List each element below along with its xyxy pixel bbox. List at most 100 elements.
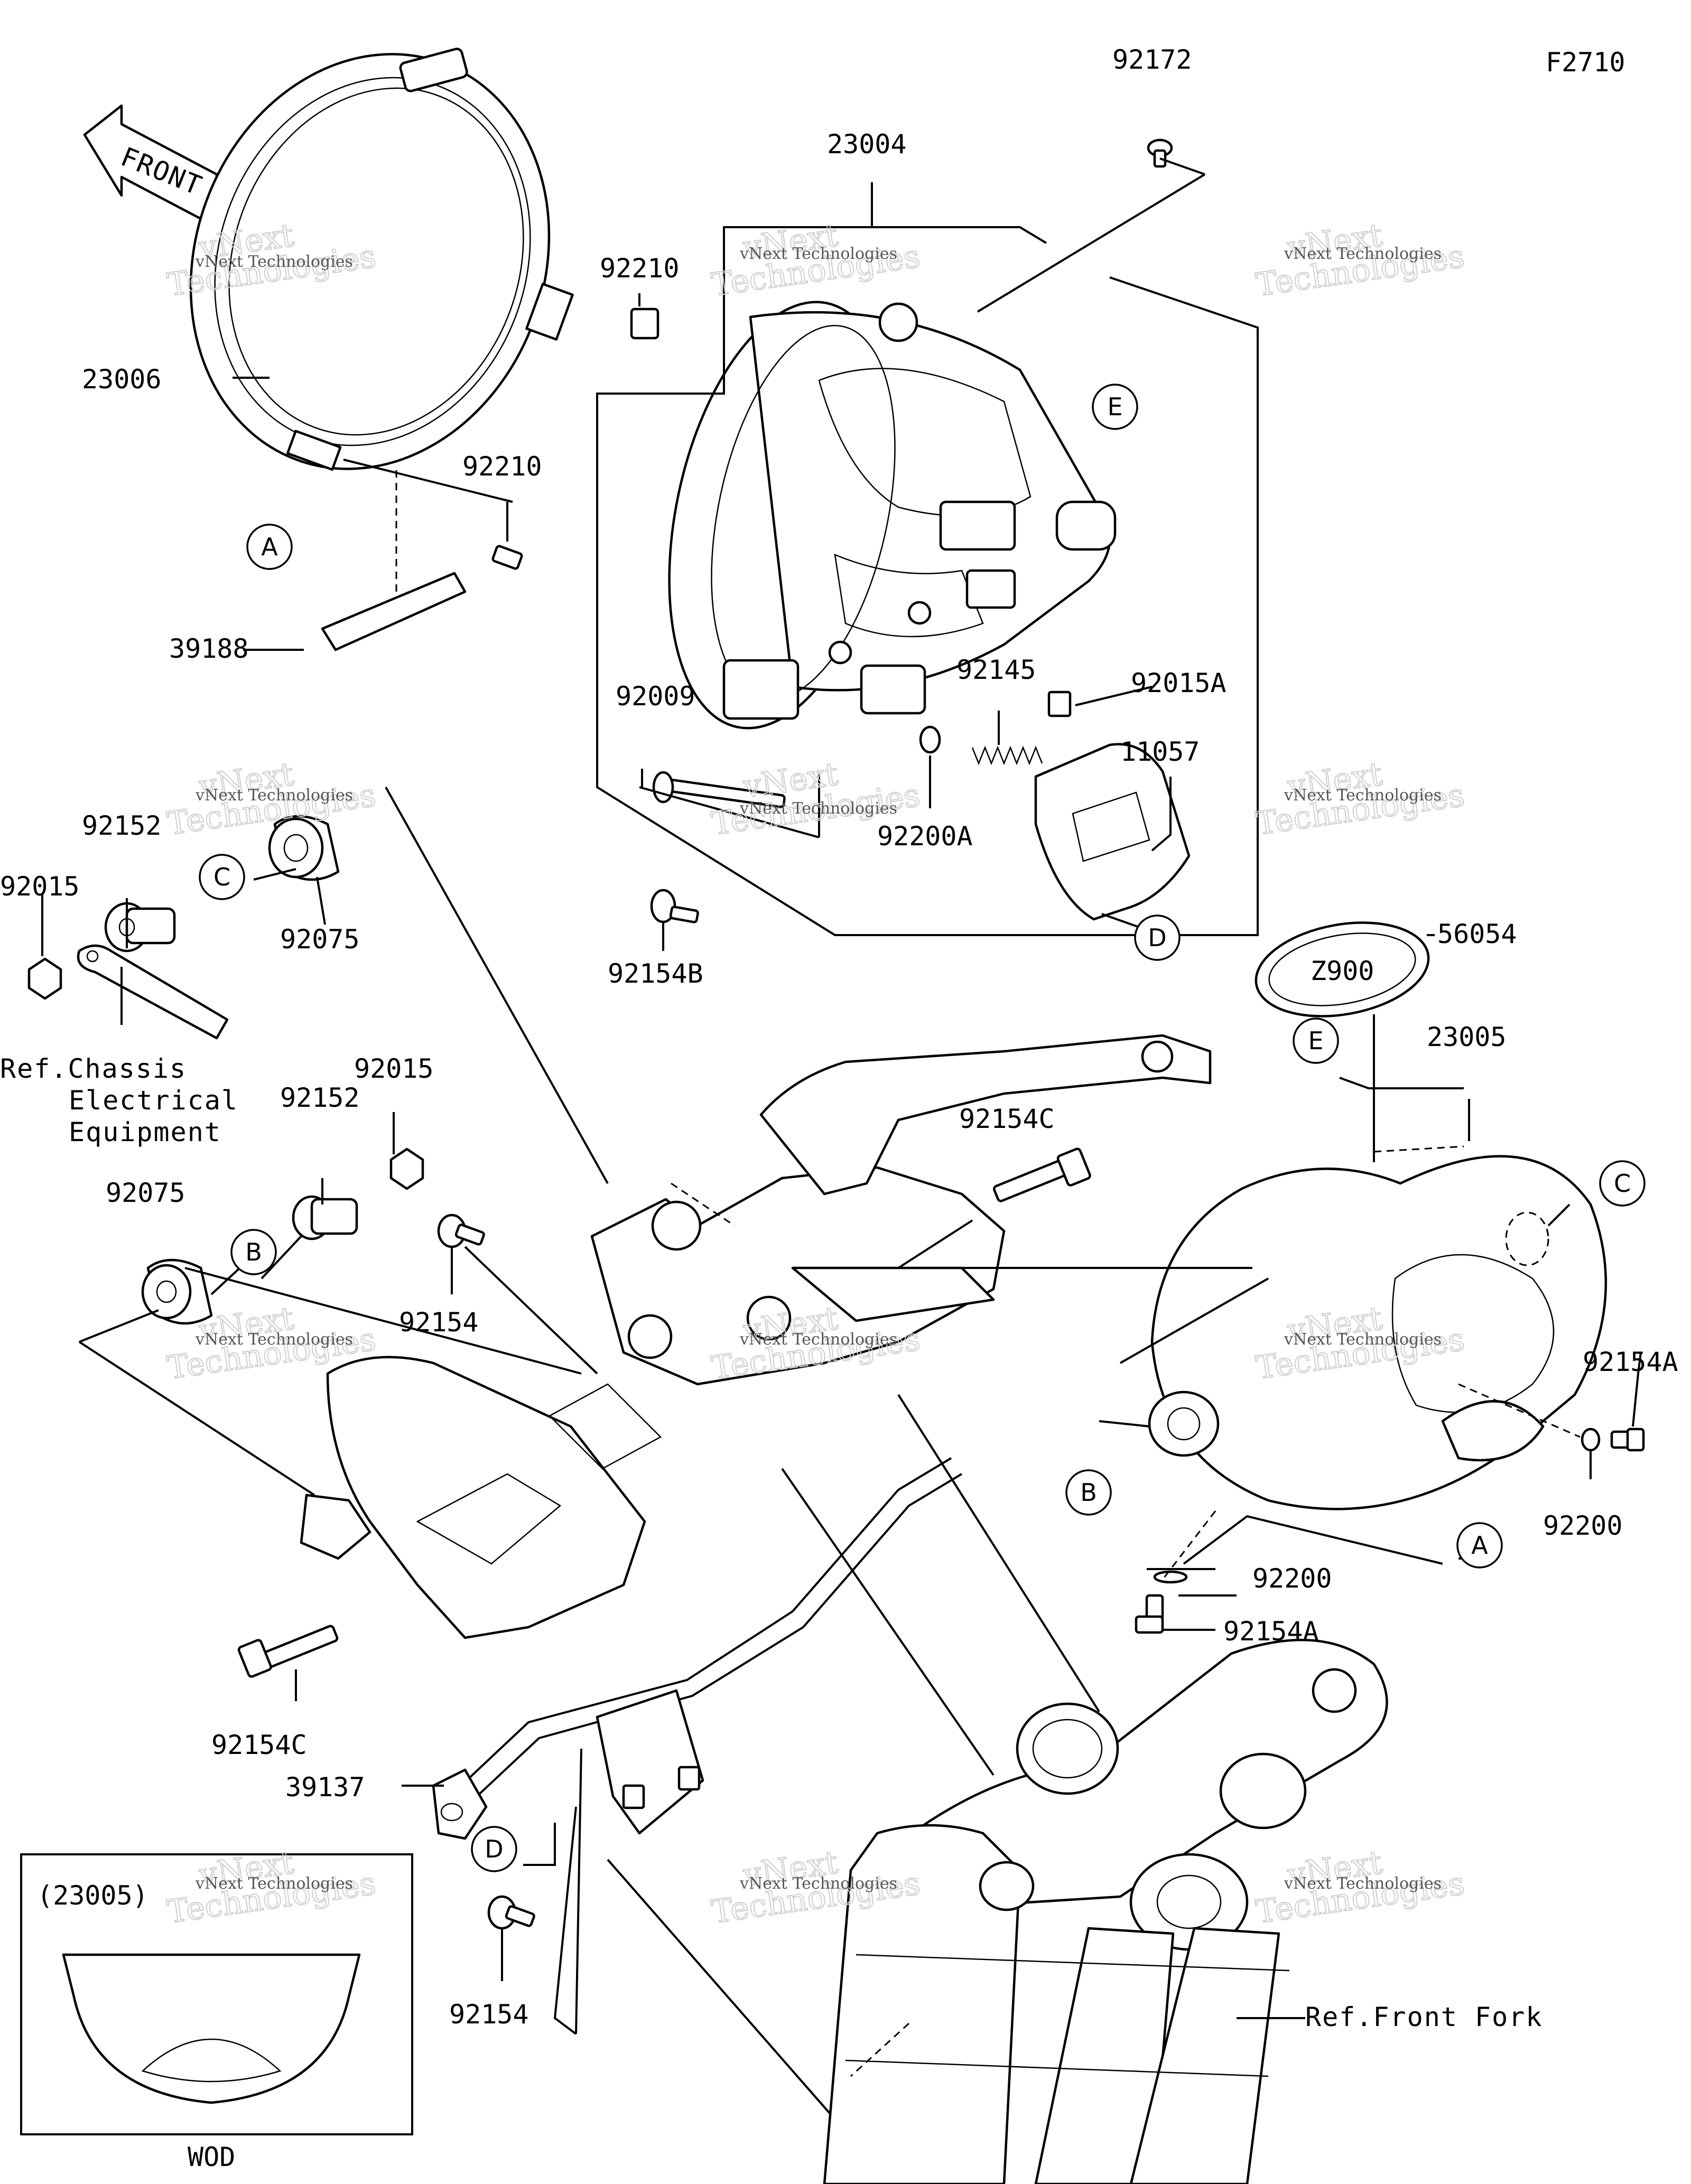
label-92154A-b: 92154A [1223,1616,1319,1647]
spring-part [971,745,1043,766]
washer-right-part [1581,1427,1601,1452]
headlight-shell-part [1148,1155,1608,1510]
collar-lower-part [292,1195,358,1240]
label-92145: 92145 [956,655,1036,685]
inset-part-label: (23005) [37,1880,148,1911]
bolt-a-lower-part [1135,1594,1164,1634]
clip-nut-a-part [1047,690,1072,717]
svg-text:C: C [1614,1169,1631,1198]
svg-text:vNext Technologies: vNext Technologies [195,786,353,805]
label-92075-b: 92075 [106,1178,185,1208]
leader-lines [41,157,1642,2114]
bolt-a-right-part [1610,1427,1645,1452]
svg-text:vNext Technologies: vNext Technologies [1284,1874,1442,1893]
label-92015-a: 92015 [0,871,80,902]
label-11057: 11057 [1120,736,1200,767]
svg-text:vNext Technologies: vNext Technologies [1284,1330,1442,1349]
label-92172: 92172 [1112,44,1192,75]
ref-front-fork: Ref.Front Fork [1305,2002,1543,2032]
svg-text:vNext Technologies: vNext Technologies [195,253,353,271]
headlight-unit-part [668,301,1117,730]
headlight-bracket-part [1034,743,1191,921]
nut-b-part [491,545,523,570]
label-92210-b: 92210 [462,451,542,482]
figure-code: F2710 [1546,47,1625,78]
svg-text:vNext Technologies: vNext Technologies [739,1874,897,1893]
label-92015-b: 92015 [354,1053,434,1084]
headlight-rim-part [189,48,574,471]
collar-upper-part [104,902,176,953]
label-92154A-a: 92154A [1583,1347,1678,1377]
svg-text:E: E [1107,393,1122,421]
label-39137: 39137 [285,1772,365,1803]
label-92200-b: 92200 [1252,1563,1332,1594]
label-92154C-a: 92154C [959,1104,1055,1134]
inset-panel: (23005) WOD [20,1853,413,2172]
label-92152-a: 92152 [82,810,162,841]
svg-text:vNext Technologies: vNext Technologies [739,1330,897,1349]
svg-text:E: E [1308,1026,1323,1055]
label-92200A: 92200A [877,821,973,852]
bolt-c-lower-part [237,1625,339,1678]
callout-D1: D [1134,914,1181,961]
emblem-part: Z900 [1255,921,1430,1018]
svg-text:vNext Technologies: vNext Technologies [1284,786,1442,805]
label-92009: 92009 [616,681,695,712]
bolt-lower-part [487,1895,535,1930]
label-92154B: 92154B [608,958,703,989]
ref-chassis-1: Ref.Chassis [0,1053,187,1084]
washer-lower-part [1153,1570,1188,1584]
callout-B1: B [230,1229,277,1275]
svg-text:C: C [213,863,230,891]
label-92152-b: 92152 [280,1082,360,1113]
label-56054: 56054 [1437,919,1517,949]
label-92015A: 92015A [1131,668,1227,698]
front-fork-part [823,1639,1388,2184]
svg-text:vNext Technologies: vNext Technologies [739,799,897,818]
label-23006: 23006 [82,364,162,395]
svg-text:B: B [1080,1478,1097,1507]
label-92200-a: 92200 [1543,1510,1623,1541]
nut-a-part [630,307,659,340]
ground-strap-part [77,944,229,1040]
bolt-c-upper-part [993,1147,1091,1202]
callout-E1: E [1092,384,1138,430]
svg-text:B: B [245,1238,262,1266]
label-39188: 39188 [169,633,249,664]
inset-shell-part [62,1953,361,2104]
stay-rod-part [432,1457,963,1840]
washer-a-part [919,725,941,754]
label-92154-b: 92154 [449,1999,529,2030]
label-92210-a: 92210 [600,253,680,284]
svg-text:A: A [1471,1531,1488,1560]
label-92075-a: 92075 [280,924,360,955]
label-sticker-part [321,470,467,651]
svg-text:D: D [1148,923,1166,952]
headlight-stay-part [590,1034,1212,1386]
adjust-bolt-part [652,771,786,808]
nut-upper-part [27,957,62,1000]
inset-code: WOD [188,2142,235,2172]
label-92154C-b: 92154C [211,1730,307,1760]
label-92154-a: 92154 [399,1307,479,1338]
svg-text:A: A [261,533,278,561]
dashed-guides [671,1145,1581,2077]
front-arrow-icon: FRONT [83,104,218,229]
callout-D2: D [471,1826,517,1872]
callout-B2: B [1065,1469,1112,1516]
bolt-upper-part [437,1214,485,1248]
callout-A1: A [246,524,293,570]
callout-E2: E [1293,1018,1339,1064]
label-23005: 23005 [1427,1022,1507,1052]
screw-part [1147,138,1173,168]
callout-A2: A [1456,1522,1503,1569]
grommet-upper-part [268,815,340,881]
ref-chassis-3: Equipment [69,1117,221,1147]
svg-text:vNext Technologies: vNext Technologies [739,245,897,263]
svg-text:Z900: Z900 [1311,956,1374,986]
nut-lower-part [389,1147,424,1190]
grommet-lower-part [141,1258,213,1325]
cover-lower-part [300,1356,662,1639]
svg-text:vNext Technologies: vNext Technologies [1284,245,1442,263]
